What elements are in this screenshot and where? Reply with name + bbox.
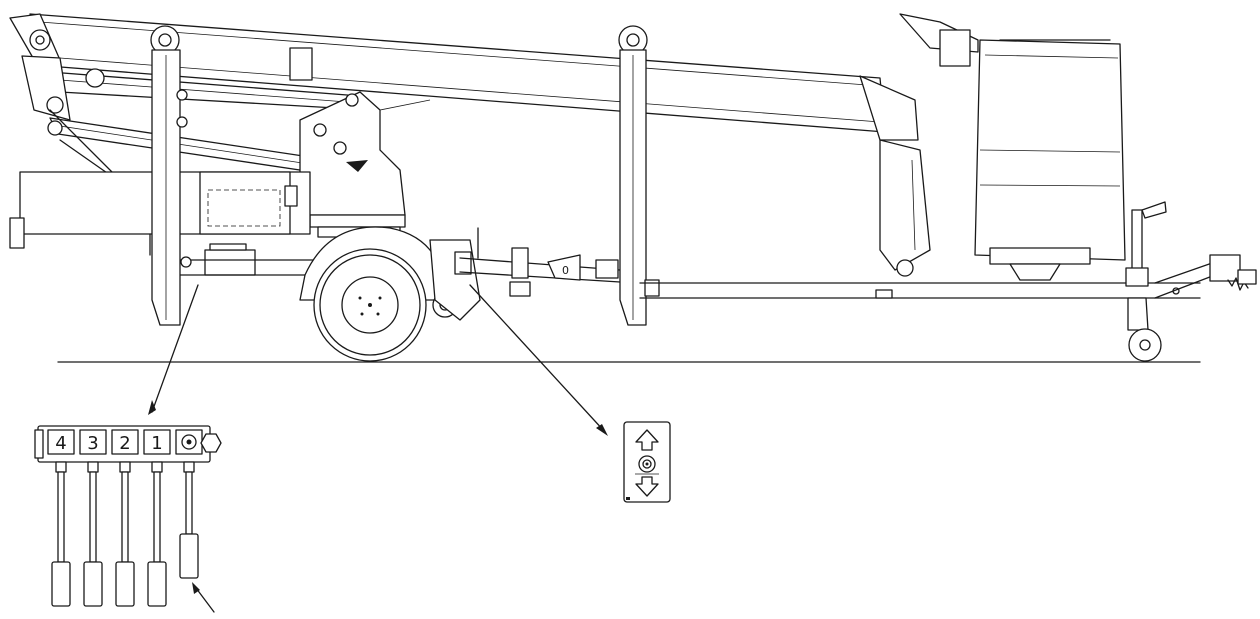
- telescopic-boom: [29, 13, 919, 141]
- lever-2-label: 2: [119, 433, 130, 454]
- outrigger-left: [150, 25, 192, 326]
- up-arrow-icon: [635, 429, 659, 451]
- tow-hitch: [1154, 254, 1257, 299]
- lever-4-label: 4: [55, 433, 66, 454]
- boom-rest: [879, 139, 931, 277]
- boom-pivot-assembly: [9, 13, 313, 176]
- main-wheel: [299, 226, 446, 362]
- stabilizer-label: 0: [562, 264, 569, 277]
- lever-4[interactable]: 4: [47, 429, 75, 607]
- hexagon-nut-icon: [200, 433, 222, 453]
- outrigger-right: [618, 25, 660, 326]
- down-arrow-icon: [635, 476, 659, 497]
- drawbar: 0: [459, 247, 621, 297]
- lift-direction-placard: [623, 421, 671, 503]
- lower-boom: [49, 71, 371, 177]
- lever-block-location: [204, 249, 256, 276]
- control-lever-block: 4 3 2 1: [34, 425, 222, 607]
- lever-1-label: 1: [151, 433, 162, 454]
- lever-3[interactable]: 3: [79, 429, 107, 607]
- lever-crank[interactable]: [175, 429, 203, 579]
- lever-1[interactable]: 1: [143, 429, 171, 607]
- work-platform: [899, 13, 1126, 281]
- crank-assembly: [429, 227, 481, 321]
- turret: [299, 91, 431, 238]
- lever-2[interactable]: 2: [111, 429, 139, 607]
- trailer-frame: [639, 282, 1201, 299]
- leader-lines: [148, 284, 608, 613]
- jockey-wheel: [1125, 201, 1167, 362]
- lever-3-label: 3: [87, 433, 98, 454]
